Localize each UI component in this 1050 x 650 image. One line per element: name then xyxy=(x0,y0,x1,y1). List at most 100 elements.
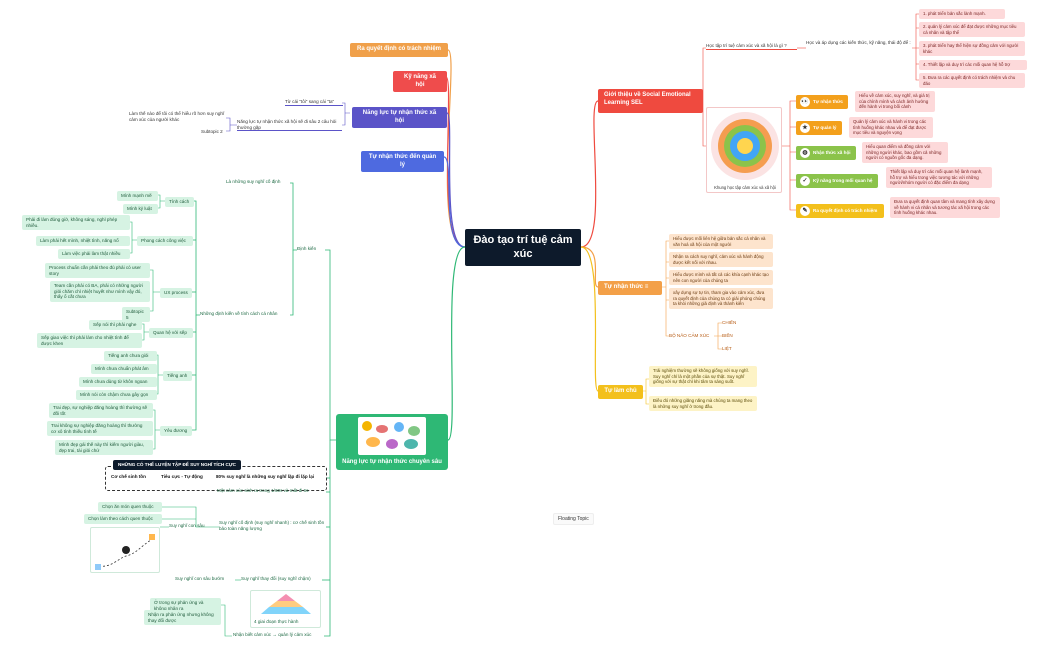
sel-goal-5[interactable]: 5. Đưa ra các quyết định có trách nhiệm … xyxy=(919,73,1025,88)
topic-tu-nhan-thuc-label: Tự nhận thức xyxy=(604,284,644,290)
leaf-o-trong[interactable]: Ở trong sự phản ứng và không nhận ra xyxy=(150,598,221,614)
node-tinh-cach[interactable]: Tính cách xyxy=(165,197,194,207)
tlc-item-2[interactable]: Điều đó những giăng năng mà chúng ta man… xyxy=(649,396,757,411)
node-hoc-va-ap[interactable]: Học và áp dụng các kiến thức, kỹ năng, t… xyxy=(806,40,911,45)
leaf-mc-noi[interactable]: Mình nói còn chậm chưa gây gọn xyxy=(76,390,157,400)
leaf-ky-luat[interactable]: Mình kỷ luật xyxy=(123,204,158,214)
node-mot-cam-xuc[interactable]: Một cảm xúc sinh ra trong 1/60s và mất đ… xyxy=(217,488,309,493)
sel-tu-quan-ly-desc[interactable]: Quản lý cảm xúc và hành vi trong các tìn… xyxy=(849,117,933,138)
topic-tu-lam-chu[interactable]: Tự làm chủ xyxy=(598,385,643,399)
bo-nao-bien[interactable]: BIẾN xyxy=(722,333,733,338)
route-icon xyxy=(95,534,155,570)
sel-ky-nang-quan-he-desc[interactable]: Thiết lập và duy trì các mối quan hệ làn… xyxy=(886,167,992,188)
illustration-image xyxy=(358,417,426,455)
topic-tu-nhan-thuc[interactable]: Tự nhận thức ≡ xyxy=(598,281,662,295)
leaf-chon-an[interactable]: Chọn ăn món quen thuộc xyxy=(98,502,162,512)
node-lam-the-nao[interactable]: Làm thế nào để tôi có thể hiểu rõ hơn su… xyxy=(129,111,225,122)
node-tieu-cuc[interactable]: Tiêu cực - Tự động xyxy=(161,474,203,479)
sel-tu-nhan-thuc-desc[interactable]: Hiểu về cảm xúc, suy nghĩ, và giá trị củ… xyxy=(855,91,935,112)
leaf-sep-giao[interactable]: Sếp giao việc thì phải làm cho nhiệt tìn… xyxy=(37,333,142,349)
node-yeu-duong[interactable]: Yêu đương xyxy=(160,426,192,436)
node-suy-nghi-co-dinh[interactable]: Suy nghĩ cố định (suy nghĩ nhanh) : cơ c… xyxy=(219,520,325,531)
leaf-team[interactable]: Team cần phải có BA, phải có những người… xyxy=(50,281,150,303)
node-nang-luc-tu-nhan[interactable]: Năng lực tự nhận thức xã hội sẽ đi sâu 2… xyxy=(237,119,342,132)
leaf-trai-dep[interactable]: Trai đẹp, sự nghiệp đăng hoàng thì thườn… xyxy=(49,403,153,419)
list-icon: ≡ xyxy=(644,284,649,290)
sel-ky-nang-quan-he[interactable]: ✓Kỹ năng trong mối quan hệ xyxy=(796,174,878,188)
star-icon: ★ xyxy=(800,123,810,133)
leaf-mc-phat-am[interactable]: Mình chưa chuẩn phát âm xyxy=(91,364,157,374)
leaf-nhan-ra[interactable]: Nhận ra phản ứng nhưng không thay đổi đư… xyxy=(144,610,221,626)
root-topic[interactable]: Đào tạo trí tuệ cảm xúc xyxy=(465,229,581,266)
node-ux-process[interactable]: UX process xyxy=(160,288,192,298)
sel-nhan-thuc-xa-hoi-desc[interactable]: Hiểu quan điểm và đồng cảm với những ngư… xyxy=(862,142,948,163)
sel-nhan-thuc-xa-hoi[interactable]: ◍Nhận thức xã hội xyxy=(796,146,856,160)
bo-nao-chien[interactable]: CHIẾN xyxy=(722,320,737,325)
sel-ra-quyet-dinh[interactable]: ✎Ra quyết định có trách nhiệm xyxy=(796,204,884,218)
node-suy-nghi-con-sau-buom[interactable]: Suy nghĩ con sâu bướm xyxy=(175,576,225,581)
sel-goal-1[interactable]: 1. phát triển bản sắc lành mạnh. xyxy=(919,9,1005,19)
node-subtopic-2[interactable]: Subtopic 2 xyxy=(201,129,223,134)
sel-goal-3[interactable]: 3. phát triển hay thể hiện sự đồng cảm v… xyxy=(919,41,1025,56)
leaf-mc-dung-tu[interactable]: Mình chưa dùng từ khôn ngoan xyxy=(79,377,157,387)
tnt-item-3[interactable]: Hiểu được mình và tất cả các khía cạnh k… xyxy=(669,270,773,285)
bo-nao-liet[interactable]: LIỆT xyxy=(722,346,732,351)
leaf-subtopic-5[interactable]: Subtopic 5 xyxy=(122,307,150,323)
globe-icon: ◍ xyxy=(800,148,810,158)
node-nhan-biet[interactable]: Nhận biết cảm xúc → quản lý cảm xúc xyxy=(233,632,312,637)
sel-ky-nang-quan-he-label: Kỹ năng trong mối quan hệ xyxy=(813,178,873,184)
topic-chuyen-sau[interactable]: Năng lực tự nhận thức chuyên sâu xyxy=(336,414,448,470)
topic-gioi-thieu-sel[interactable]: Giới thiệu về Social Emotional Learning … xyxy=(598,89,703,113)
sel-ra-quyet-dinh-label: Ra quyết định có trách nhiệm xyxy=(813,208,878,214)
node-hoc-tap[interactable]: Học tập trí tuệ cảm xúc và xã hội là gì … xyxy=(706,43,797,50)
sel-goal-2[interactable]: 2. quản lý cảm xúc để đạt được những mục… xyxy=(919,22,1025,37)
node-nhung-dinh-kien[interactable]: Những định kiến về tính cách cá nhân xyxy=(200,311,278,316)
eyes-icon: 👀 xyxy=(800,97,810,107)
leaf-manh-me[interactable]: Mình mạnh mẽ xyxy=(117,191,158,201)
leaf-trai-khong[interactable]: Trai không sự nghiệp đăng hoàng thì thườ… xyxy=(47,421,153,437)
sel-ra-quyet-dinh-desc[interactable]: Đưa ra quyết định quan tâm và mang tính … xyxy=(890,197,1000,218)
tnt-item-2[interactable]: Nhận ra cách suy nghĩ, cảm xúc và hành đ… xyxy=(669,252,773,267)
node-quan-he-sep[interactable]: Quan hệ với sếp xyxy=(149,328,193,338)
leaf-lam-viec-het[interactable]: Làm việc phải làm thật nhiều xyxy=(58,249,130,259)
node-tu-coi-toi[interactable]: Từ cái "tôi" sang cái "ta" xyxy=(285,99,343,106)
sel-tu-quan-ly-label: Tự quản lý xyxy=(813,125,837,131)
leaf-minh-dep[interactable]: Mình đẹp gái thế này thì kiếm người giàu… xyxy=(55,440,153,456)
leaf-process[interactable]: Process chuẩn cần phải theo đủ phải có u… xyxy=(45,263,150,279)
leaf-phai-di-lam[interactable]: Phải đi làm đúng giờ, không sáng, nghỉ p… xyxy=(22,215,130,231)
node-tieng-anh[interactable]: Tiếng anh xyxy=(163,371,192,381)
topic-ky-nang-xa-hoi[interactable]: Kỹ năng xã hội xyxy=(393,71,447,92)
sel-tu-nhan-thuc[interactable]: 👀Tự nhận thức xyxy=(796,95,848,109)
tnt-item-1[interactable]: Hiểu được mối liên hệ giữa bản sắc cá nh… xyxy=(669,234,773,249)
handshake-icon: ✓ xyxy=(800,176,810,186)
topic-tu-nhan-thuc-quan-ly[interactable]: Tự nhận thức đến quản lý xyxy=(361,151,444,172)
leaf-sep-noi[interactable]: Sếp nói thì phải nghe xyxy=(89,320,142,330)
sel-wheel-icon xyxy=(711,112,779,180)
node-suy-nghi-con-sau[interactable]: Suy nghĩ con sâu xyxy=(169,523,205,528)
leaf-ta-chua[interactable]: Tiếng anh chưa giỏi xyxy=(104,351,157,361)
node-4-giai-doan[interactable]: 4 giai đoạn thực hành xyxy=(250,590,321,628)
topic-nang-luc-xa-hoi[interactable]: Năng lực tự nhận thức xã hội xyxy=(352,107,447,128)
tlc-item-1[interactable]: Trải nghiệm thường sẽ không giống với su… xyxy=(649,366,757,387)
sel-goal-4[interactable]: 4. Thiết lập và duy trì các mối quan hệ … xyxy=(919,60,1027,70)
luyen-tap-title[interactable]: NHỮNG CÓ THỂ LUYỆN TẬP ĐỂ SUY NGHĨ TÍCH … xyxy=(113,460,241,470)
floating-topic[interactable]: Floating Topic xyxy=(553,513,594,526)
node-la-nhung[interactable]: Là những suy nghĩ cố định xyxy=(226,179,281,184)
tnt-item-4[interactable]: xây dựng sự tự tin, tham gia vào cảm xúc… xyxy=(669,288,773,309)
node-bo-nao[interactable]: BỘ NÃO CẢM XÚC xyxy=(669,333,710,338)
topic-chuyen-sau-label: Năng lực tự nhận thức chuyên sâu xyxy=(342,458,442,465)
topic-ra-quyet-dinh[interactable]: Ra quyết định có trách nhiệm xyxy=(350,43,448,57)
sel-framework-image[interactable]: Khung học tập cảm xúc và xã hội xyxy=(706,107,782,193)
sel-nhan-thuc-xa-hoi-label: Nhận thức xã hội xyxy=(813,150,851,156)
node-phong-cach[interactable]: Phong cách công việc xyxy=(137,236,193,246)
sel-framework-caption: Khung học tập cảm xúc và xã hội xyxy=(714,184,776,190)
leaf-lam-phai-het[interactable]: Làm phải hết mình, nhiệt tình, năng nổ xyxy=(36,236,130,246)
node-co-che[interactable]: Cơ chế sinh tồn xyxy=(111,474,146,479)
leaf-chon-lam[interactable]: Chọn làm theo cách quen thuộc xyxy=(84,514,162,524)
node-80-percent[interactable]: 80% suy nghĩ là những suy nghĩ lặp đi lặ… xyxy=(216,474,315,479)
sel-tu-quan-ly[interactable]: ★Tự quản lý xyxy=(796,121,842,135)
map-illustration xyxy=(90,527,160,573)
node-dinh-kien[interactable]: Định kiến xyxy=(297,246,317,251)
node-suy-nghi-thay-doi[interactable]: Suy nghĩ thay đổi (suy nghĩ chậm) xyxy=(241,576,311,581)
